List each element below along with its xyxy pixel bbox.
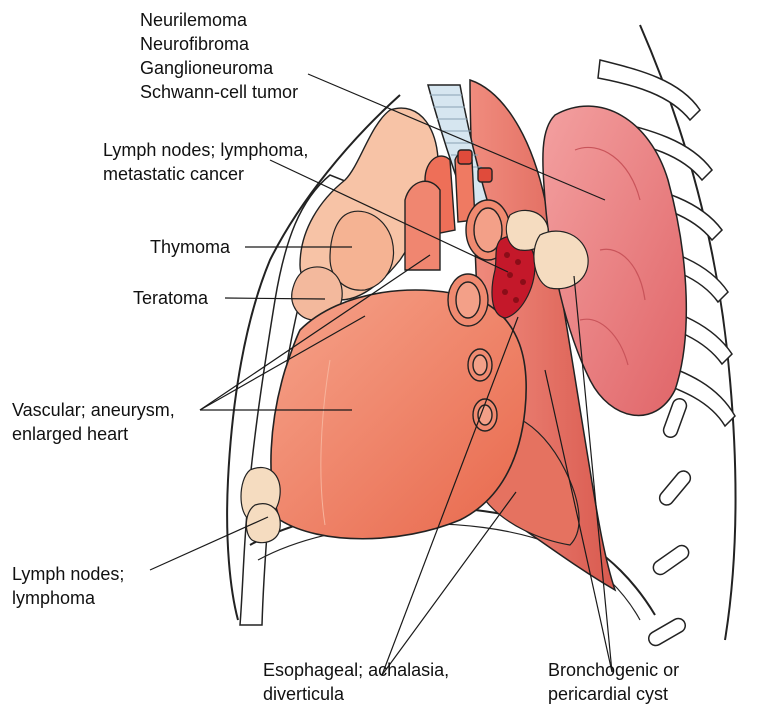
label-cyst-line1: Bronchogenic or [548, 658, 679, 682]
label-lymph-upper-line2: metastatic cancer [103, 162, 308, 186]
label-vascular-line1: Vascular; aneurysm, [12, 398, 175, 422]
label-teratoma: Teratoma [133, 286, 208, 310]
label-ganglioneuroma: Ganglioneuroma [140, 56, 298, 80]
label-lymph-lower-line2: lymphoma [12, 586, 124, 610]
label-lymph-nodes-lower: Lymph nodes; lymphoma [12, 562, 124, 610]
label-neurogenic-tumors: Neurilemoma Neurofibroma Ganglioneuroma … [140, 8, 298, 104]
label-cyst-line2: pericardial cyst [548, 682, 679, 706]
label-lymph-lower-line1: Lymph nodes; [12, 562, 124, 586]
label-vascular: Vascular; aneurysm, enlarged heart [12, 398, 175, 446]
label-lymph-upper-line1: Lymph nodes; lymphoma, [103, 138, 308, 162]
label-neurofibroma: Neurofibroma [140, 32, 298, 56]
label-bronchogenic-cyst: Bronchogenic or pericardial cyst [548, 658, 679, 706]
label-neurilemoma: Neurilemoma [140, 8, 298, 32]
lymph-nodes-lower [241, 468, 280, 543]
label-schwann-cell-tumor: Schwann-cell tumor [140, 80, 298, 104]
label-esophageal-line1: Esophageal; achalasia, [263, 658, 449, 682]
label-esophageal-line2: diverticula [263, 682, 449, 706]
label-esophageal: Esophageal; achalasia, diverticula [263, 658, 449, 706]
label-thymoma: Thymoma [150, 235, 230, 259]
label-vascular-line2: enlarged heart [12, 422, 175, 446]
label-lymph-nodes-upper: Lymph nodes; lymphoma, metastatic cancer [103, 138, 308, 186]
